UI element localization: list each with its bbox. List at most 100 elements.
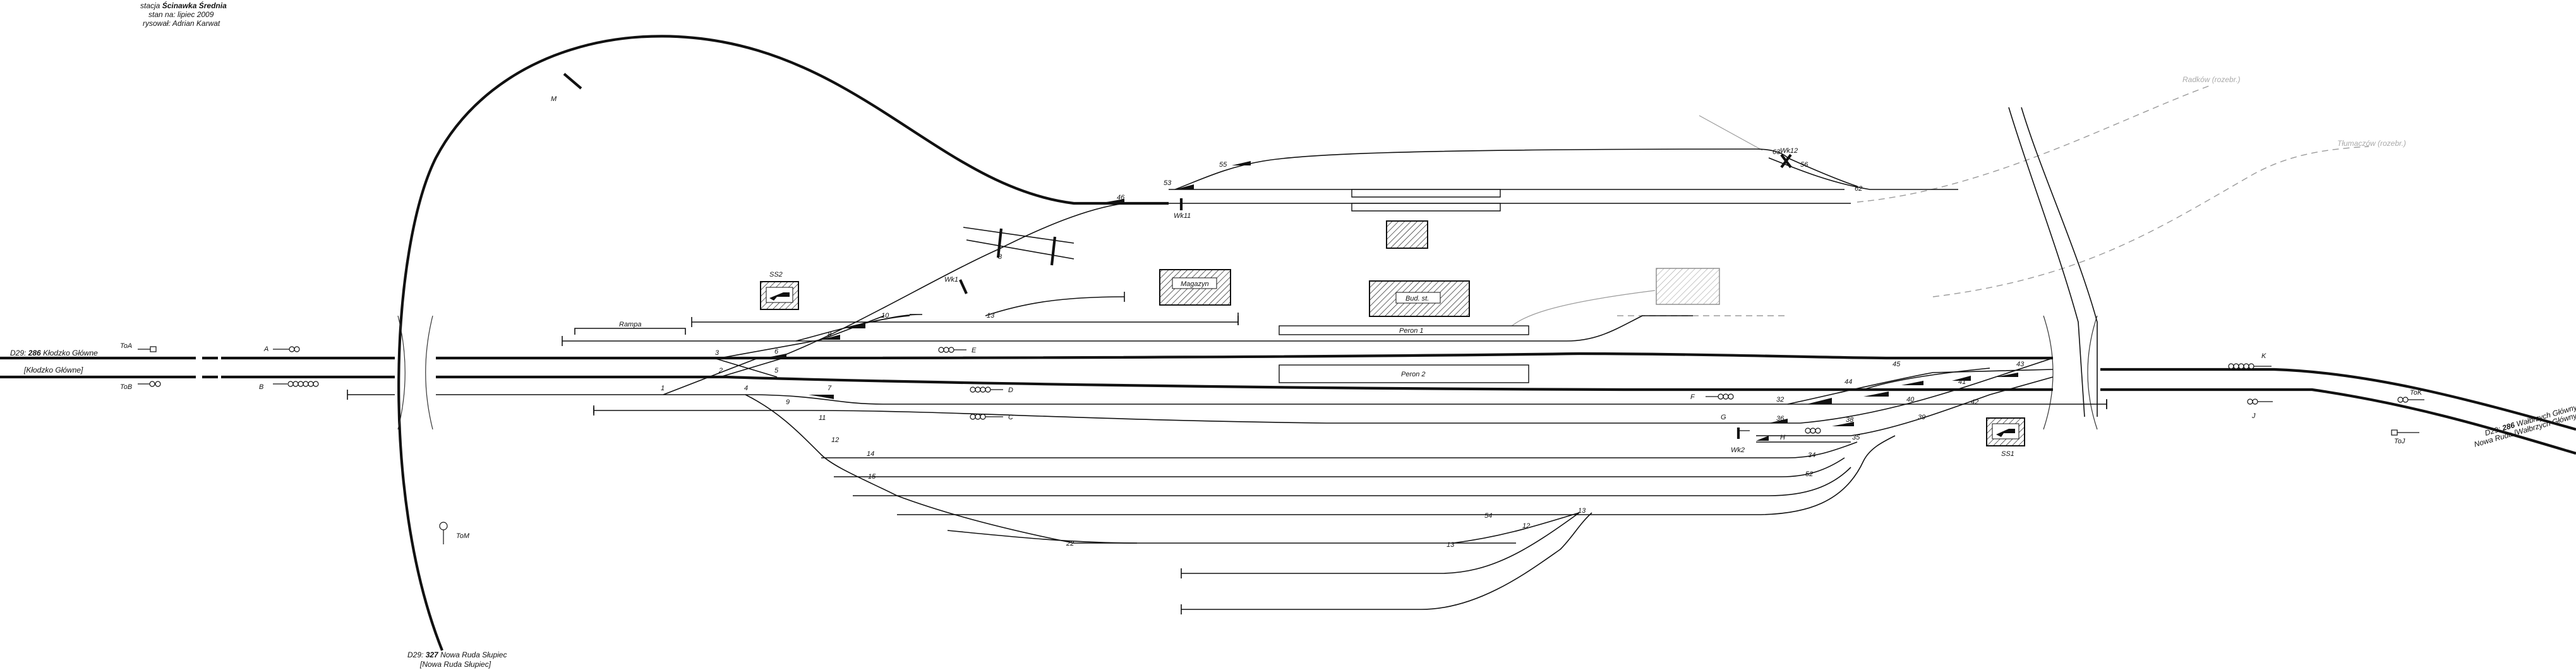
signal-J: J	[2247, 398, 2273, 420]
track-5	[594, 410, 1800, 424]
switch-35: 35	[1852, 434, 1860, 441]
dismantled-lines	[1503, 85, 2369, 335]
signal-B: B	[259, 381, 319, 391]
south-branch-track	[397, 35, 1169, 651]
north-merge	[1768, 157, 1958, 190]
signals: ToA ToB A B E	[120, 95, 2424, 544]
svg-text:12: 12	[1522, 522, 1530, 530]
signal-Wk1: Wk1	[944, 276, 968, 294]
north-track-c	[1174, 148, 1788, 190]
peron-1	[1279, 325, 1529, 335]
radkow-dismantled	[1857, 85, 2212, 203]
buffer-stops	[593, 316, 2107, 414]
svg-text:K: K	[2261, 352, 2266, 360]
switch-wedges	[764, 161, 2018, 441]
curve-marker	[563, 73, 582, 90]
west-approach	[0, 356, 395, 400]
switch-39: 38	[1846, 416, 1854, 424]
signal-G: G	[1721, 414, 1821, 434]
ss1-label: SS1	[2001, 450, 2014, 458]
station-title: stacja Ścinawka Średnia	[140, 1, 227, 10]
switch-13: 13	[987, 312, 995, 320]
signal-C: C	[970, 414, 1013, 421]
switch-64: 63	[1773, 148, 1781, 156]
svg-text:Wk2: Wk2	[1731, 446, 1745, 454]
signal-Wk12: Wk12	[1780, 147, 1798, 169]
magazyn-siding	[985, 296, 1125, 316]
ss2-label: SS2	[769, 271, 783, 278]
svg-text:ToJ: ToJ	[2394, 438, 2405, 445]
east-road-2	[2021, 107, 2098, 417]
switch-15: 15	[868, 473, 876, 481]
yard-track-4	[897, 435, 1896, 515]
west-line-sub: [Kłodzko Główne]	[23, 366, 83, 374]
svg-text:J: J	[2251, 412, 2256, 420]
switch-8: 8	[828, 331, 832, 338]
svg-text:ToB: ToB	[120, 383, 132, 391]
signal-toK: ToK	[2397, 389, 2424, 403]
switch-46: 45	[1893, 361, 1901, 368]
svg-text:13: 13	[1447, 541, 1455, 549]
signal-toJ: ToJ	[2391, 429, 2419, 445]
small-building	[1386, 220, 1428, 249]
switch-54: 53	[1164, 179, 1172, 187]
svg-text:13: 13	[1578, 507, 1586, 515]
switch-52: 46	[1117, 194, 1125, 201]
switch-63: 62	[1855, 185, 1862, 193]
switch-55: 54	[1484, 512, 1492, 520]
svg-text:Peron 2: Peron 2	[1401, 371, 1426, 378]
svg-text:ToK: ToK	[2410, 389, 2423, 397]
switch-56: 55	[1219, 161, 1227, 169]
south-line-label: D29: 327 Nowa Ruda Słupiec	[407, 650, 507, 659]
stub-track-2	[1181, 512, 1592, 610]
switch-3: 3	[715, 349, 719, 357]
rampa-label: Rampa	[619, 321, 641, 328]
signal-toB: ToB	[120, 381, 161, 391]
author: rysował: Adrian Karwat	[143, 19, 220, 28]
stub-track-1	[1181, 512, 1580, 574]
signal-D: D	[970, 386, 1013, 394]
yard-track-3	[853, 467, 1851, 496]
switch-34: 34	[1808, 452, 1815, 459]
switch-1: 1	[661, 385, 665, 392]
svg-text:D: D	[1008, 386, 1013, 394]
switch-32: 32	[1776, 396, 1784, 404]
svg-text:Wk12: Wk12	[1780, 147, 1798, 155]
grey-spur-1	[1699, 115, 1763, 151]
signal-F: F	[1690, 393, 1734, 401]
switch-41: 40	[1906, 396, 1915, 404]
switch-6: 6	[774, 348, 779, 356]
track-north-1	[562, 315, 1693, 342]
svg-text:Bud. st.: Bud. st.	[1405, 295, 1429, 302]
switch-14: 14	[867, 450, 874, 458]
switch-44: 43	[2016, 361, 2025, 368]
north-platform-1	[1351, 189, 1501, 198]
switch-40: 39	[1918, 414, 1925, 421]
north-connector	[776, 203, 1125, 359]
signal-toM: ToM	[439, 522, 470, 544]
east-main-1	[2100, 368, 2576, 431]
south-track-long	[745, 394, 1516, 544]
switch-numbers: 1 2 3 4 5 6 7 8 9 10 11 12 13 14 15 22 3…	[661, 148, 2025, 549]
east-main-2	[2100, 388, 2576, 455]
main-track-2	[436, 375, 2053, 392]
svg-text:A: A	[263, 345, 268, 353]
demolished-building	[1656, 268, 1720, 305]
west-line-label: D29: 286 Kłodzko Główne	[10, 349, 98, 357]
switch-45: 44	[1845, 378, 1852, 386]
yard-track-1	[821, 441, 1858, 458]
svg-text:G: G	[1721, 414, 1726, 421]
switch-43: 42	[1971, 398, 1978, 406]
track-3	[436, 394, 2107, 405]
tlumaczow-dismantled	[1932, 146, 2369, 297]
switch-10: 10	[881, 312, 889, 320]
south-line-sub: [Nowa Ruda Słupiec]	[419, 660, 491, 669]
svg-text:Magazyn: Magazyn	[1181, 280, 1209, 288]
track-6	[1756, 376, 2054, 436]
peron-2	[1279, 364, 1529, 383]
switch-53: 52	[1805, 470, 1813, 478]
svg-text:C: C	[1008, 414, 1013, 421]
signal-E: E	[938, 347, 977, 354]
switch-11: 11	[819, 414, 826, 422]
